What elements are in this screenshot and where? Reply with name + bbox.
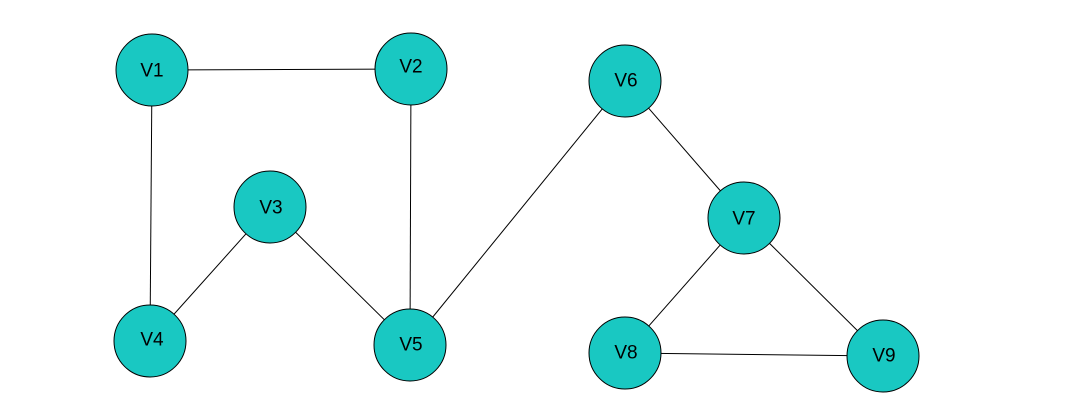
node-v5[interactable]: V5: [373, 308, 447, 382]
node-v6[interactable]: V6: [588, 44, 662, 118]
node-v2-circle: [374, 32, 448, 106]
node-v7[interactable]: V7: [707, 181, 781, 255]
edge-v1-v4: [149, 69, 153, 342]
node-v4-label: V4: [140, 330, 164, 351]
node-v6-circle: [588, 44, 662, 118]
node-v1-circle: [115, 33, 189, 107]
node-v2[interactable]: V2: [374, 32, 448, 106]
node-v9-circle: [846, 319, 920, 393]
node-v9[interactable]: V9: [846, 319, 920, 393]
node-v8[interactable]: V8: [588, 316, 662, 390]
node-v2-label: V2: [399, 57, 422, 78]
nodes-layer: V1 V2 V3 V4 V5 V6 V7 V8: [113, 32, 920, 393]
edge-v5-v6: [409, 80, 626, 346]
node-v6-label: V6: [614, 71, 637, 92]
node-v1-label: V1: [140, 61, 163, 82]
node-v7-label: V7: [732, 209, 755, 230]
node-v9-label: V9: [872, 346, 895, 367]
node-v4[interactable]: V4: [113, 304, 187, 378]
node-v8-circle: [588, 316, 662, 390]
node-v8-label: V8: [614, 343, 637, 364]
node-v3[interactable]: V3: [233, 170, 307, 244]
edge-v8-v9: [624, 352, 884, 357]
node-v5-circle: [373, 308, 447, 382]
node-v7-circle: [707, 181, 781, 255]
node-v5-label: V5: [399, 335, 422, 356]
node-v1[interactable]: V1: [115, 33, 189, 107]
node-v3-label: V3: [259, 198, 282, 219]
node-v4-circle: [113, 304, 187, 378]
node-v3-circle: [233, 170, 307, 244]
edge-v1-v2: [151, 68, 412, 71]
edge-v2-v5: [409, 68, 412, 346]
